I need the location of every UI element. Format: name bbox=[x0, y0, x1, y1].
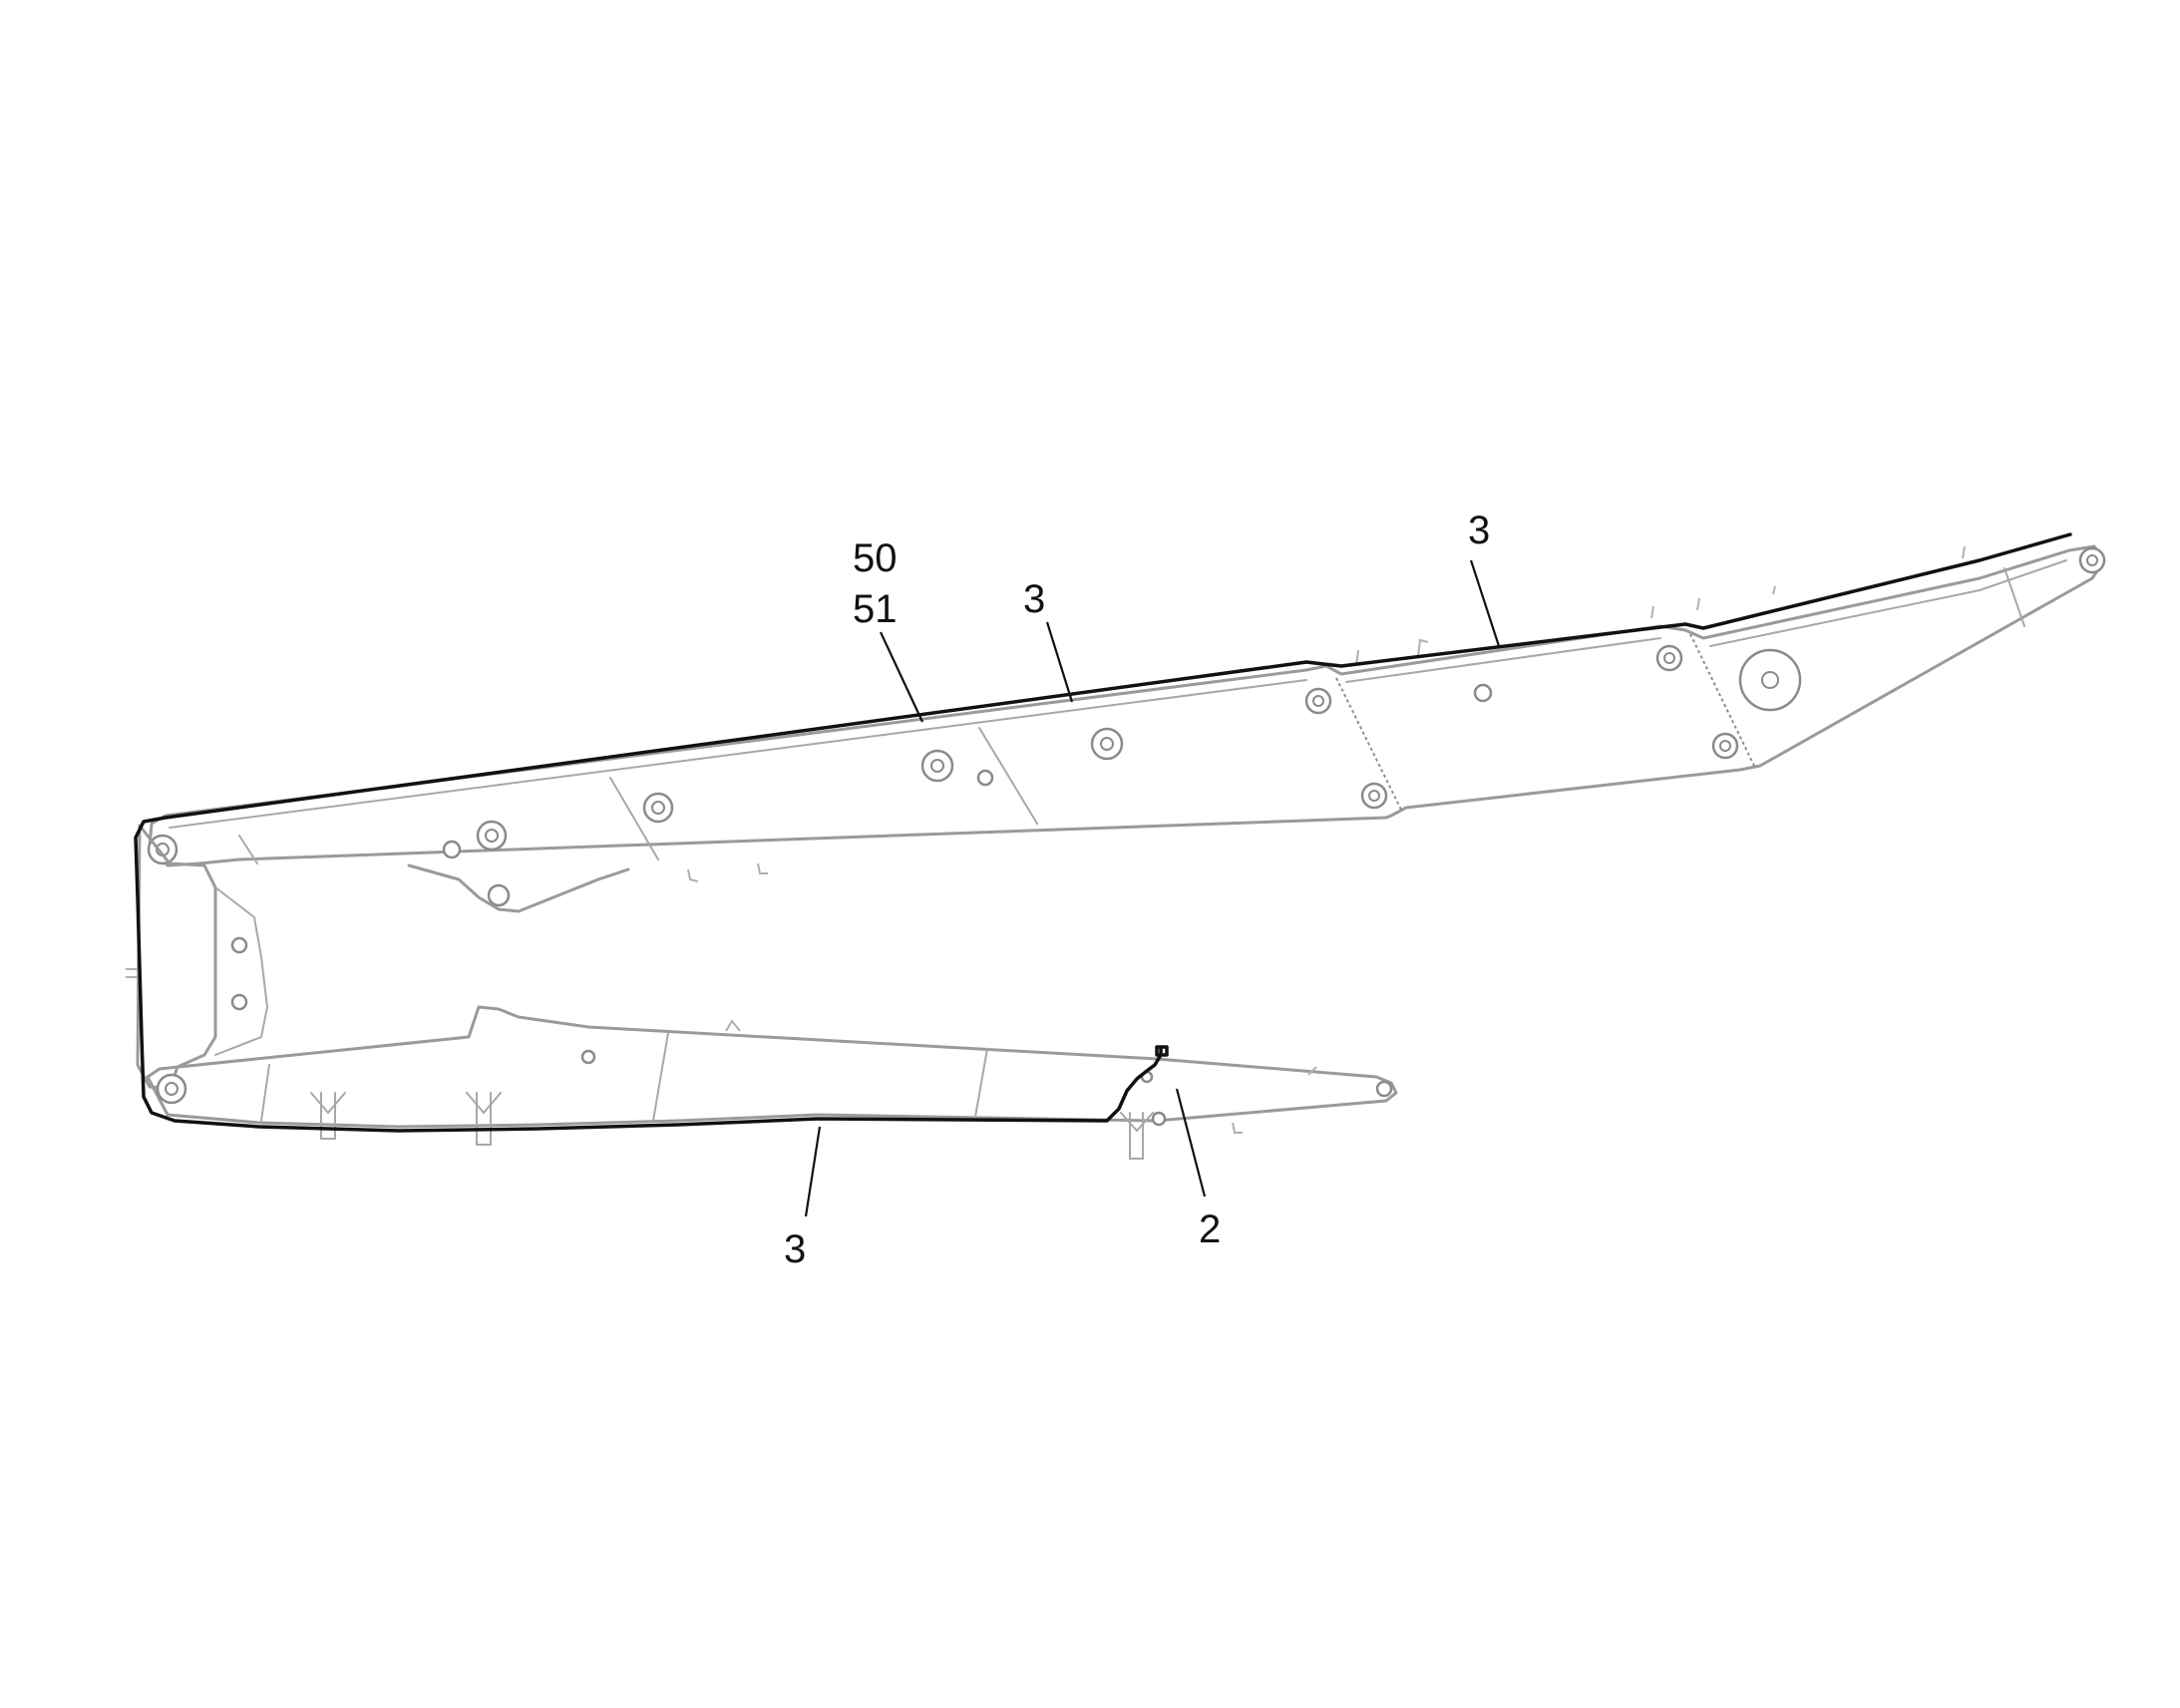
support-leg bbox=[310, 1092, 346, 1140]
end-bracket-outline bbox=[136, 824, 217, 1091]
pin-hole-inner bbox=[1663, 652, 1675, 664]
support-leg bbox=[466, 1092, 502, 1146]
lower-pin-hole-inner bbox=[165, 1082, 179, 1096]
bracket-pin-hole bbox=[487, 883, 511, 907]
lower-fitting bbox=[725, 1019, 1317, 1134]
upper-boom bbox=[147, 544, 2106, 913]
pin-hole bbox=[976, 769, 994, 787]
callout-3-lower: 3 bbox=[784, 1227, 806, 1271]
lower-pin-hole bbox=[1375, 1080, 1393, 1098]
tip-pin-hole-inner bbox=[2086, 554, 2098, 566]
support-leg bbox=[1120, 1112, 1154, 1160]
callout-50: 50 bbox=[853, 536, 898, 580]
lower-boom-seg bbox=[652, 1032, 669, 1122]
upper-boom-seg-6 bbox=[2003, 567, 2025, 627]
pin-hole-inner bbox=[651, 801, 665, 815]
leader-50-51 bbox=[880, 631, 923, 723]
callout-51: 51 bbox=[853, 587, 898, 631]
pin-hole bbox=[442, 840, 462, 859]
pin-hole-inner bbox=[1719, 740, 1731, 752]
leader-3-upper-right bbox=[1469, 559, 1501, 647]
leader-3-lower bbox=[804, 1126, 822, 1217]
upper-boom-seg-1 bbox=[238, 835, 258, 864]
lower-boom bbox=[146, 1005, 1398, 1160]
pin-hole-inner bbox=[930, 759, 944, 773]
upper-boom-seg-4 bbox=[1335, 677, 1402, 811]
upper-boom-seg-2 bbox=[609, 777, 659, 860]
callout-3-upper-right: 3 bbox=[1468, 509, 1490, 552]
end-bracket-plate bbox=[214, 886, 269, 1056]
upper-boom-seg-3 bbox=[978, 727, 1038, 825]
end-bracket-hole bbox=[230, 993, 248, 1011]
upper-boom-outline bbox=[148, 544, 2106, 867]
hydraulic-hose bbox=[134, 532, 2072, 1133]
pin-hole-inner bbox=[1312, 695, 1324, 707]
rotation-disc-inner bbox=[1761, 671, 1779, 689]
lower-pin-hole bbox=[1151, 1111, 1167, 1127]
side-fitting bbox=[126, 968, 138, 978]
callout-3-upper-left: 3 bbox=[1023, 577, 1045, 621]
pin-hole-inner bbox=[1100, 737, 1114, 751]
upper-boom-seg-5 bbox=[1689, 633, 1756, 769]
leader-3-upper-left bbox=[1045, 621, 1074, 703]
end-bracket bbox=[126, 824, 269, 1091]
pin-hole bbox=[1473, 683, 1493, 703]
end-bracket-hole bbox=[230, 936, 248, 954]
top-fitting bbox=[1355, 545, 1966, 667]
lower-boom-seg bbox=[974, 1048, 988, 1118]
upper-boom-bracket bbox=[407, 863, 630, 913]
under-fitting bbox=[687, 862, 768, 882]
hose-bend-fitting bbox=[1155, 1045, 1169, 1057]
pin-hole-inner bbox=[1368, 790, 1380, 802]
upper-boom-top-edge bbox=[169, 559, 2067, 829]
pin-hole-inner bbox=[485, 829, 499, 843]
lower-pin-hole bbox=[580, 1049, 596, 1065]
leader-2 bbox=[1175, 1088, 1207, 1197]
lower-boom-outline bbox=[146, 1005, 1398, 1129]
callout-2: 2 bbox=[1199, 1207, 1221, 1251]
lower-boom-seg bbox=[260, 1064, 270, 1122]
